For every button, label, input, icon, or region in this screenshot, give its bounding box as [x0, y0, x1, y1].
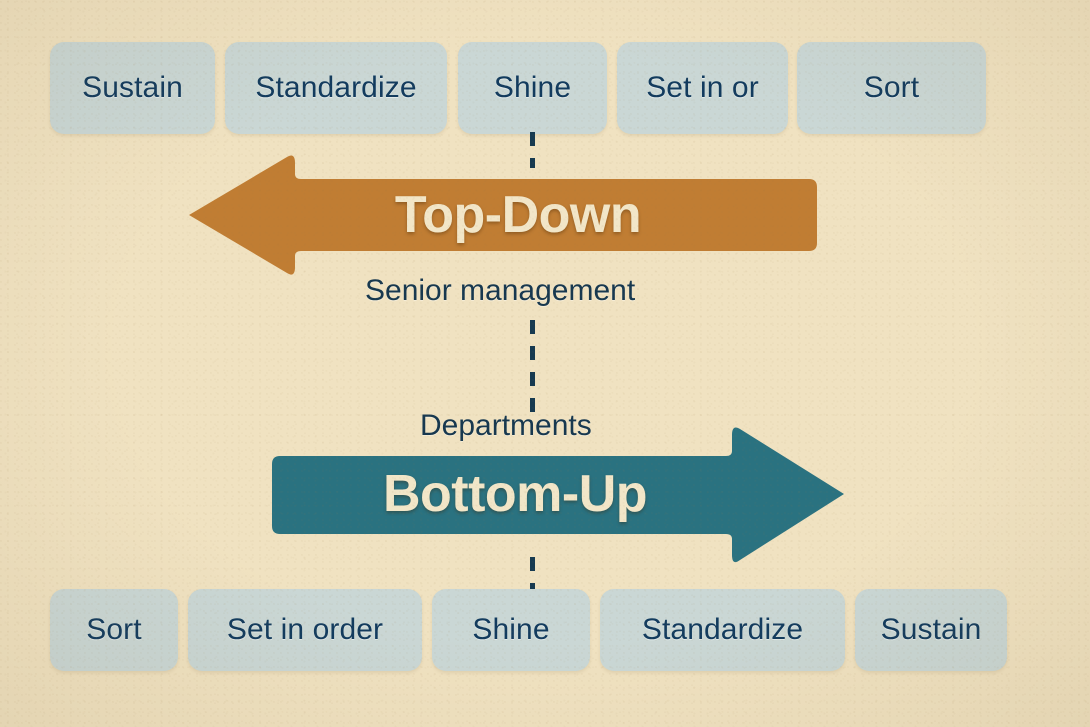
connector-bottom-dashed-line	[530, 557, 535, 593]
chip-top-sort[interactable]: Sort	[797, 42, 986, 134]
chip-top-standardize[interactable]: Standardize	[225, 42, 447, 134]
chip-bottom-shine[interactable]: Shine	[432, 589, 590, 671]
chip-label: Set in order	[226, 613, 384, 646]
chip-top-shine[interactable]: Shine	[458, 42, 607, 134]
senior-management-label: Senior management	[365, 274, 636, 307]
chip-bottom-sort[interactable]: Sort	[50, 589, 178, 671]
chip-label: Sustain	[880, 613, 982, 646]
chip-label: Sort	[863, 71, 920, 104]
chip-label: Standardize	[255, 71, 417, 104]
chip-top-set-in-order[interactable]: Set in or	[617, 42, 788, 134]
chip-top-sustain[interactable]: Sustain	[50, 42, 215, 134]
top-down-arrow-shape	[189, 155, 817, 275]
chip-label: Shine	[493, 71, 572, 104]
chip-bottom-sustain[interactable]: Sustain	[855, 589, 1007, 671]
top-down-arrow[interactable]: Top-Down	[183, 153, 817, 277]
connector-middle-dashed-line	[530, 320, 535, 420]
chip-label: Set in or	[646, 71, 759, 104]
chip-label: Shine	[472, 613, 550, 646]
connector-top-dashed-line	[530, 132, 535, 168]
bottom-up-arrow-shape	[272, 427, 844, 563]
chip-label: Sustain	[82, 71, 183, 104]
chip-bottom-standardize[interactable]: Standardize	[600, 589, 845, 671]
chip-label: Standardize	[641, 613, 804, 646]
chip-label: Sort	[86, 613, 142, 646]
bottom-up-arrow[interactable]: Bottom-Up	[270, 425, 850, 563]
chip-bottom-set-in-order[interactable]: Set in order	[188, 589, 422, 671]
departments-label: Departments	[420, 409, 592, 442]
